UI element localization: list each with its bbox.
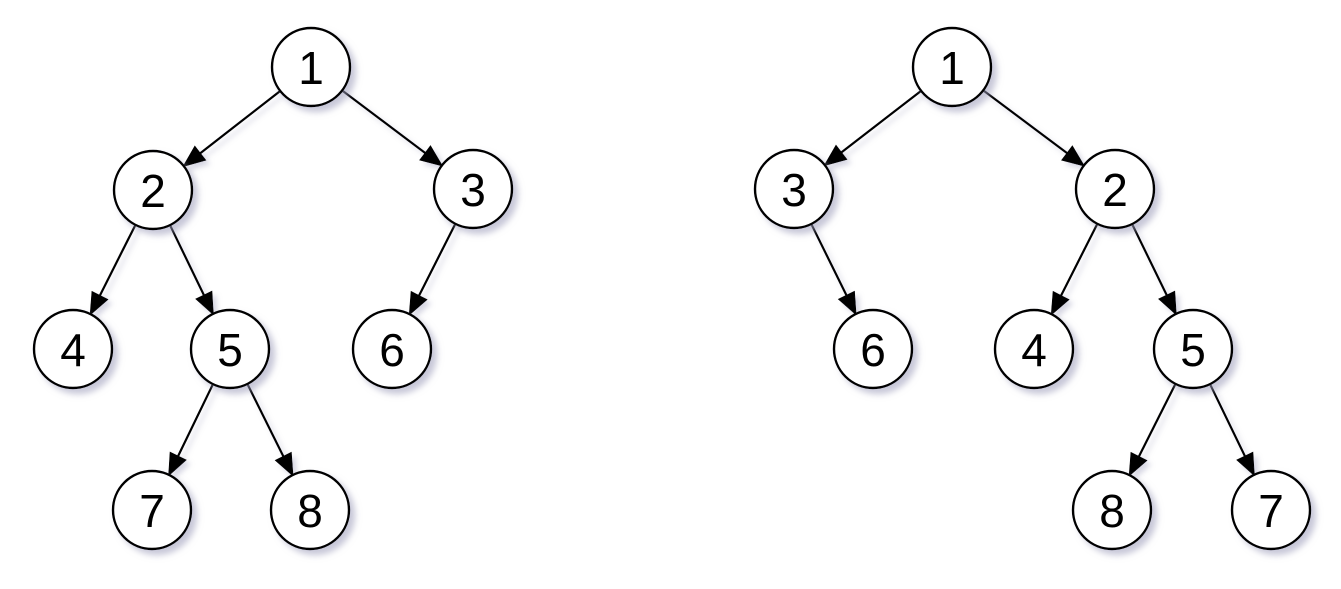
tree-node-5[interactable]: 5 — [1152, 308, 1234, 390]
arrow-head-icon — [837, 290, 857, 316]
edge-line — [96, 223, 137, 302]
tree-edge-L5-to-L8 — [245, 382, 294, 477]
node-label: 5 — [1180, 324, 1206, 376]
arrow-head-icon — [195, 290, 214, 316]
node-label: 1 — [939, 42, 965, 94]
edge-line — [174, 382, 215, 462]
edge-line — [168, 223, 208, 301]
edge-line — [245, 382, 287, 463]
tree-node-5[interactable]: 5 — [189, 308, 271, 390]
tree-edge-L2-to-L5 — [168, 223, 214, 316]
edge-line — [1135, 382, 1177, 463]
edge-line — [340, 88, 431, 158]
node-label: 1 — [298, 42, 324, 94]
tree-node-2[interactable]: 2 — [1074, 148, 1156, 230]
tree-node-8[interactable]: 8 — [1071, 469, 1153, 551]
edge-line — [1057, 222, 1099, 302]
tree-edge-L5-to-L7 — [168, 382, 215, 477]
edge-line — [836, 89, 923, 157]
edge-line — [415, 222, 457, 302]
node-circle[interactable] — [911, 26, 993, 108]
tree-edge-R2-to-R5 — [1130, 222, 1177, 316]
tree-edge-L1-to-L2 — [182, 89, 282, 168]
tree-node-6[interactable]: 6 — [351, 308, 433, 390]
arrow-head-icon — [1061, 145, 1086, 167]
tree-node-7[interactable]: 7 — [111, 469, 193, 551]
node-circle[interactable] — [832, 308, 914, 390]
arrow-head-icon — [1158, 290, 1177, 316]
node-label: 5 — [217, 324, 243, 376]
tree-edge-R5-to-R7 — [1208, 382, 1255, 477]
arrow-head-icon — [1128, 451, 1148, 477]
tree-edge-R5-to-R8 — [1128, 382, 1177, 477]
arrow-head-icon — [408, 290, 428, 316]
arrow-head-icon — [274, 451, 294, 477]
node-label: 3 — [460, 164, 486, 216]
node-label: 7 — [139, 485, 165, 537]
tree-edge-R1-to-R3 — [823, 89, 923, 167]
node-circle[interactable] — [32, 308, 114, 390]
arrow-head-icon — [1050, 290, 1070, 316]
node-circle[interactable] — [1074, 148, 1156, 230]
arrow-head-icon — [1236, 451, 1255, 477]
arrow-head-icon — [182, 145, 207, 168]
arrow-head-icon — [89, 290, 109, 316]
node-label: 6 — [860, 324, 886, 376]
node-label: 4 — [60, 324, 86, 376]
tree-edge-L2-to-L4 — [89, 223, 137, 316]
node-circle[interactable] — [112, 149, 194, 231]
tree-node-6[interactable]: 6 — [832, 308, 914, 390]
edge-line — [809, 222, 851, 302]
node-label: 8 — [297, 485, 323, 537]
node-circle[interactable] — [270, 26, 352, 108]
arrow-head-icon — [168, 451, 187, 477]
node-circle[interactable] — [111, 469, 193, 551]
edges-layer — [89, 88, 1255, 477]
tree-edge-R1-to-R2 — [981, 88, 1086, 167]
tree-node-1[interactable]: 1 — [911, 26, 993, 108]
node-circle[interactable] — [1152, 308, 1234, 390]
node-circle[interactable] — [1230, 469, 1312, 551]
node-circle[interactable] — [351, 308, 433, 390]
node-label: 8 — [1099, 485, 1125, 537]
tree-edge-R3-to-R6 — [809, 222, 857, 316]
node-label: 2 — [140, 165, 166, 217]
node-circle[interactable] — [753, 148, 835, 230]
node-circle[interactable] — [189, 308, 271, 390]
node-label: 6 — [379, 324, 405, 376]
node-circle[interactable] — [1071, 469, 1153, 551]
tree-edge-L3-to-L6 — [408, 222, 457, 316]
arrow-head-icon — [823, 144, 848, 167]
node-label: 3 — [781, 164, 807, 216]
edge-line — [194, 89, 282, 158]
node-circle[interactable] — [993, 308, 1075, 390]
edge-line — [1208, 382, 1249, 462]
tree-node-7[interactable]: 7 — [1230, 469, 1312, 551]
node-circle[interactable] — [432, 148, 514, 230]
tree-node-8[interactable]: 8 — [269, 469, 351, 551]
edge-line — [1130, 222, 1171, 301]
tree-node-4[interactable]: 4 — [993, 308, 1075, 390]
tree-node-4[interactable]: 4 — [32, 308, 114, 390]
tree-node-3[interactable]: 3 — [753, 148, 835, 230]
tree-node-1[interactable]: 1 — [270, 26, 352, 108]
node-label: 7 — [1258, 485, 1284, 537]
tree-edge-L1-to-L3 — [340, 88, 444, 167]
tree-node-3[interactable]: 3 — [432, 148, 514, 230]
node-circle[interactable] — [269, 469, 351, 551]
node-label: 2 — [1102, 164, 1128, 216]
edge-line — [981, 88, 1073, 158]
tree-node-2[interactable]: 2 — [112, 149, 194, 231]
node-label: 4 — [1021, 324, 1047, 376]
nodes-layer: 1 2 3 4 5 6 7 8 1 3 2 6 4 5 8 7 — [32, 26, 1312, 551]
arrow-head-icon — [419, 145, 444, 167]
tree-edge-R2-to-R4 — [1050, 222, 1099, 316]
